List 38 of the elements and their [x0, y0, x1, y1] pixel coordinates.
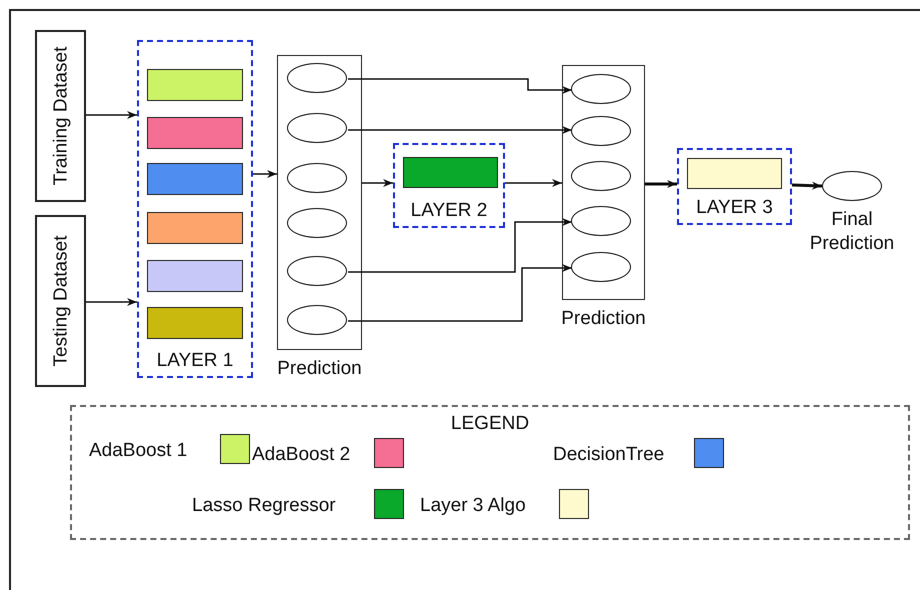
dataset-label: Training Dataset	[51, 46, 70, 186]
layer-group	[393, 143, 505, 228]
column-label: Prediction	[277, 359, 362, 378]
legend-text: DecisionTree	[553, 445, 664, 464]
layer-label: LAYER 1	[156, 351, 234, 370]
model-block	[147, 117, 243, 149]
layer-group	[137, 40, 253, 378]
dataset-box	[35, 30, 86, 202]
model-block	[147, 212, 243, 244]
arrow	[505, 179, 562, 187]
layer-group	[677, 148, 792, 225]
arrow	[792, 182, 822, 190]
model-block	[147, 307, 243, 339]
column-label: Prediction	[561, 309, 646, 328]
layer-label: LAYER 2	[410, 201, 488, 220]
legend-text: AdaBoost 2	[252, 445, 350, 464]
arrow	[86, 111, 137, 119]
legend-text: AdaBoost 1	[89, 441, 188, 460]
model-block	[147, 163, 243, 195]
dataset-label: Testing Dataset	[51, 236, 70, 366]
arrow	[645, 180, 677, 188]
model-block	[147, 260, 243, 292]
arrow	[362, 179, 393, 187]
arrow	[348, 78, 572, 94]
layer-label: LAYER 3	[696, 198, 773, 217]
model-block	[403, 157, 498, 188]
output-label: Final Prediction	[808, 208, 896, 256]
legend-text: Layer 3 Algo	[420, 496, 526, 515]
arrow	[253, 170, 277, 178]
arrow	[348, 218, 572, 273]
legend-title: LEGEND	[450, 414, 530, 433]
legend-text: Lasso Regressor	[192, 496, 336, 515]
model-block	[687, 158, 782, 189]
arrow	[86, 298, 137, 306]
arrow	[348, 126, 572, 134]
dataset-box	[35, 215, 86, 387]
model-block	[147, 69, 243, 101]
arrow	[348, 264, 572, 322]
